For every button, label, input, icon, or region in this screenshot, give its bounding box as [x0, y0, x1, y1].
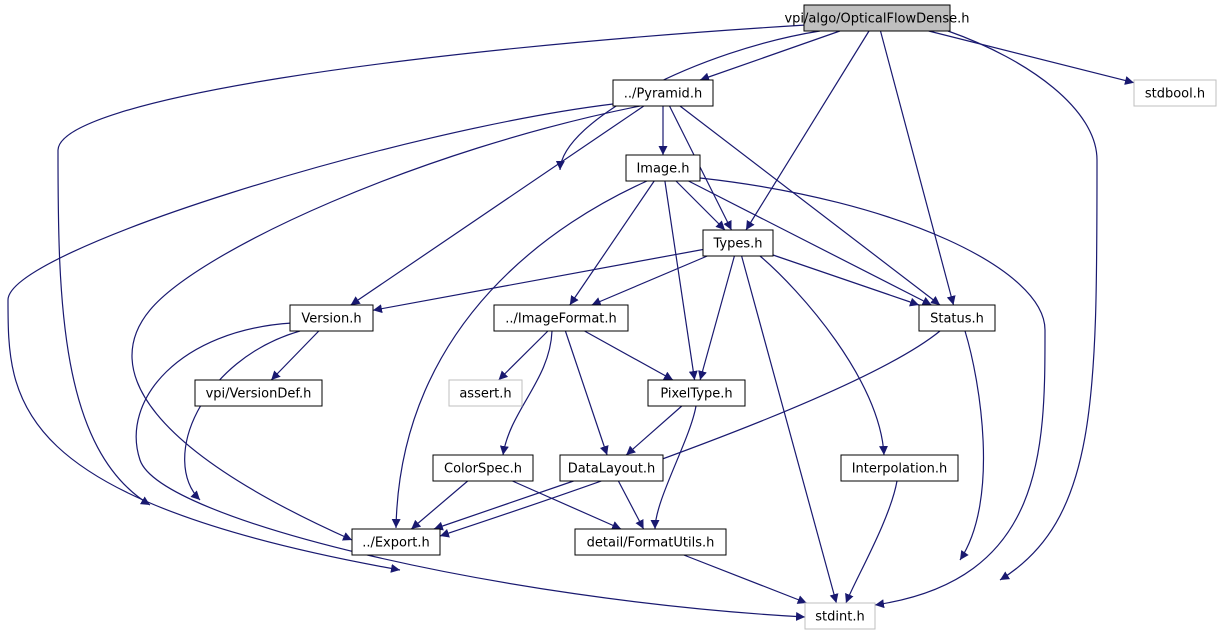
node-box-stdint [804, 602, 876, 630]
edge-root-to-stdbool [928, 30, 1135, 85]
node-label-versiondef: vpi/VersionDef.h [206, 387, 312, 402]
node-box-image [625, 154, 701, 182]
edge-root-to-types [745, 30, 870, 231]
edge-colorspec-to-formatutils [512, 480, 622, 530]
edge-image-to-imageformat [569, 180, 655, 306]
node-label-stdbool: stdbool.h [1145, 87, 1205, 102]
node-label-assert: assert.h [459, 387, 511, 402]
node-box-status [918, 304, 996, 332]
edge-types-to-imageformat [591, 255, 708, 306]
edge-types-to-pixeltype [698, 255, 735, 381]
node-label-colorspec: ColorSpec.h [444, 462, 522, 477]
node-imageformat[interactable]: ../ImageFormat.h [493, 304, 629, 332]
node-label-export: ../Export.h [362, 536, 430, 551]
edge-root-to-status [879, 30, 956, 306]
node-label-datalayout: DataLayout.h [568, 462, 656, 477]
edge-pyramid-to-export [131, 105, 641, 541]
node-label-formatutils: detail/FormatUtils.h [587, 536, 715, 551]
node-box-version [289, 304, 374, 332]
node-formatutils[interactable]: detail/FormatUtils.h [574, 528, 727, 556]
node-pyramid[interactable]: ../Pyramid.h [612, 79, 714, 107]
edge-version-to-versiondef [270, 330, 320, 381]
edge-version-to-stdint [135, 322, 806, 621]
edge-pixeltype-to-formatutils [650, 405, 697, 530]
edge-datalayout-to-export [433, 480, 574, 531]
edge-root-to-pyramid [699, 30, 841, 82]
node-box-datalayout [559, 454, 664, 482]
node-pixeltype[interactable]: PixelType.h [647, 379, 746, 407]
node-label-stdint: stdint.h [815, 610, 864, 625]
edge-pyramid-to-stdint [7, 103, 614, 573]
edge-status-to-export [439, 330, 941, 538]
node-stdint: stdint.h [804, 602, 876, 630]
node-box-export [351, 528, 441, 556]
node-box-pyramid [612, 79, 714, 107]
node-box-pixeltype [647, 379, 746, 407]
node-stdbool: stdbool.h [1133, 79, 1217, 107]
edge-pyramid-to-version [350, 105, 645, 306]
edge-imageformat-to-datalayout [564, 330, 609, 456]
edge-types-to-stdint [741, 255, 839, 604]
node-box-root [803, 4, 951, 32]
edge-pixeltype-to-datalayout [625, 405, 683, 456]
edge-types-to-status [772, 254, 920, 307]
edge-version-to-export [184, 330, 301, 501]
node-interpolation[interactable]: Interpolation.h [840, 454, 959, 482]
edge-image-to-types [675, 180, 726, 231]
node-label-pixeltype: PixelType.h [660, 387, 732, 402]
node-label-imageformat: ../ImageFormat.h [505, 312, 617, 327]
node-box-types [702, 229, 774, 257]
node-label-root: vpi/algo/OpticalFlowDense.h [784, 12, 969, 27]
edge-colorspec-to-export [410, 480, 469, 530]
node-label-image: Image.h [636, 162, 689, 177]
node-box-imageformat [493, 304, 629, 332]
node-box-formatutils [574, 528, 727, 556]
edge-image-to-pixeltype [664, 180, 698, 381]
node-types[interactable]: Types.h [702, 229, 774, 257]
node-box-versiondef [194, 379, 323, 407]
node-label-pyramid: ../Pyramid.h [624, 87, 702, 102]
node-colorspec[interactable]: ColorSpec.h [432, 454, 534, 482]
node-box-interpolation [840, 454, 959, 482]
node-assert: assert.h [448, 379, 523, 407]
edge-status-to-stdint [959, 330, 985, 561]
edge-imageformat-to-pixeltype [584, 330, 674, 381]
node-status[interactable]: Status.h [918, 304, 996, 332]
node-label-types: Types.h [712, 237, 762, 252]
edge-root-to-stdint [947, 30, 1098, 581]
node-label-version: Version.h [301, 312, 361, 327]
edge-image-to-status [688, 180, 932, 306]
edge-pyramid-to-status [679, 105, 941, 306]
node-datalayout[interactable]: DataLayout.h [559, 454, 664, 482]
node-versiondef[interactable]: vpi/VersionDef.h [194, 379, 323, 407]
node-image[interactable]: Image.h [625, 154, 701, 182]
node-box-colorspec [432, 454, 534, 482]
node-export[interactable]: ../Export.h [351, 528, 441, 556]
node-label-status: Status.h [930, 312, 984, 327]
node-label-interpolation: Interpolation.h [852, 462, 948, 477]
node-version[interactable]: Version.h [289, 304, 374, 332]
edge-types-to-interpolation [759, 255, 889, 456]
edge-image-to-stdint [699, 177, 1046, 609]
edge-imageformat-to-colorspec [499, 330, 553, 456]
node-box-assert [448, 379, 523, 407]
edge-formatutils-to-stdint [683, 554, 807, 604]
edges-layer [7, 24, 1135, 621]
node-box-stdbool [1133, 79, 1217, 107]
edge-root-to-export [57, 24, 807, 506]
edge-image-to-export [391, 180, 648, 529]
node-root[interactable]: vpi/algo/OpticalFlowDense.h [784, 4, 970, 32]
nodes-layer: vpi/algo/OpticalFlowDense.h stdbool.h ../P… [194, 4, 1217, 630]
edge-interpolation-to-stdint [845, 480, 898, 604]
edge-imageformat-to-assert [498, 330, 549, 381]
edge-datalayout-to-formatutils [617, 480, 645, 530]
edge-types-to-version [372, 248, 704, 314]
